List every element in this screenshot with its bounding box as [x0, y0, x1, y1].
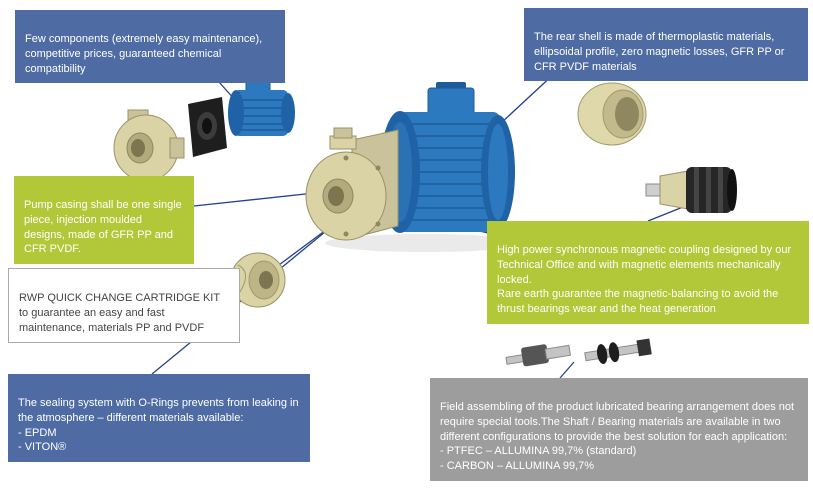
shadow	[325, 234, 525, 252]
rear-shell	[577, 82, 647, 146]
impeller	[230, 252, 286, 308]
callout-magnetic-coupling: High power synchronous magnetic coupling…	[487, 221, 809, 325]
bracket	[188, 97, 227, 157]
callout-bearing-arrangement: Field assembling of the product lubricat…	[430, 378, 808, 482]
bearing-assembly	[505, 338, 652, 367]
callout-magnetic-coupling-text: High power synchronous magnetic coupling…	[497, 243, 792, 316]
callout-few-components: Few components (extremely easy maintenan…	[15, 10, 285, 84]
callout-bearing-arrangement-text: Field assembling of the product lubricat…	[440, 400, 795, 473]
callout-pump-casing: Pump casing shall be one single piece, i…	[14, 176, 194, 265]
magnetic-coupling	[645, 167, 737, 213]
callout-rear-shell: The rear shell is made of thermoplastic …	[524, 8, 808, 82]
exploded-wet-end-casing	[113, 109, 185, 182]
callout-cartridge-kit: RWP QUICK CHANGE CARTRIDGE KIT to guaran…	[8, 268, 240, 344]
callout-sealing-system: The sealing system with O-Rings prevents…	[8, 374, 310, 463]
callout-few-components-text: Few components (extremely easy maintenan…	[25, 32, 263, 75]
pump-head	[305, 127, 399, 241]
callout-pump-casing-text: Pump casing shall be one single piece, i…	[24, 198, 182, 256]
callout-cartridge-kit-text: RWP QUICK CHANGE CARTRIDGE KIT to guaran…	[19, 291, 220, 334]
main-motor	[380, 82, 515, 233]
small-motor	[228, 79, 295, 136]
callout-rear-shell-text: The rear shell is made of thermoplastic …	[534, 30, 785, 73]
callout-sealing-system-text: The sealing system with O-Rings prevents…	[18, 396, 299, 454]
